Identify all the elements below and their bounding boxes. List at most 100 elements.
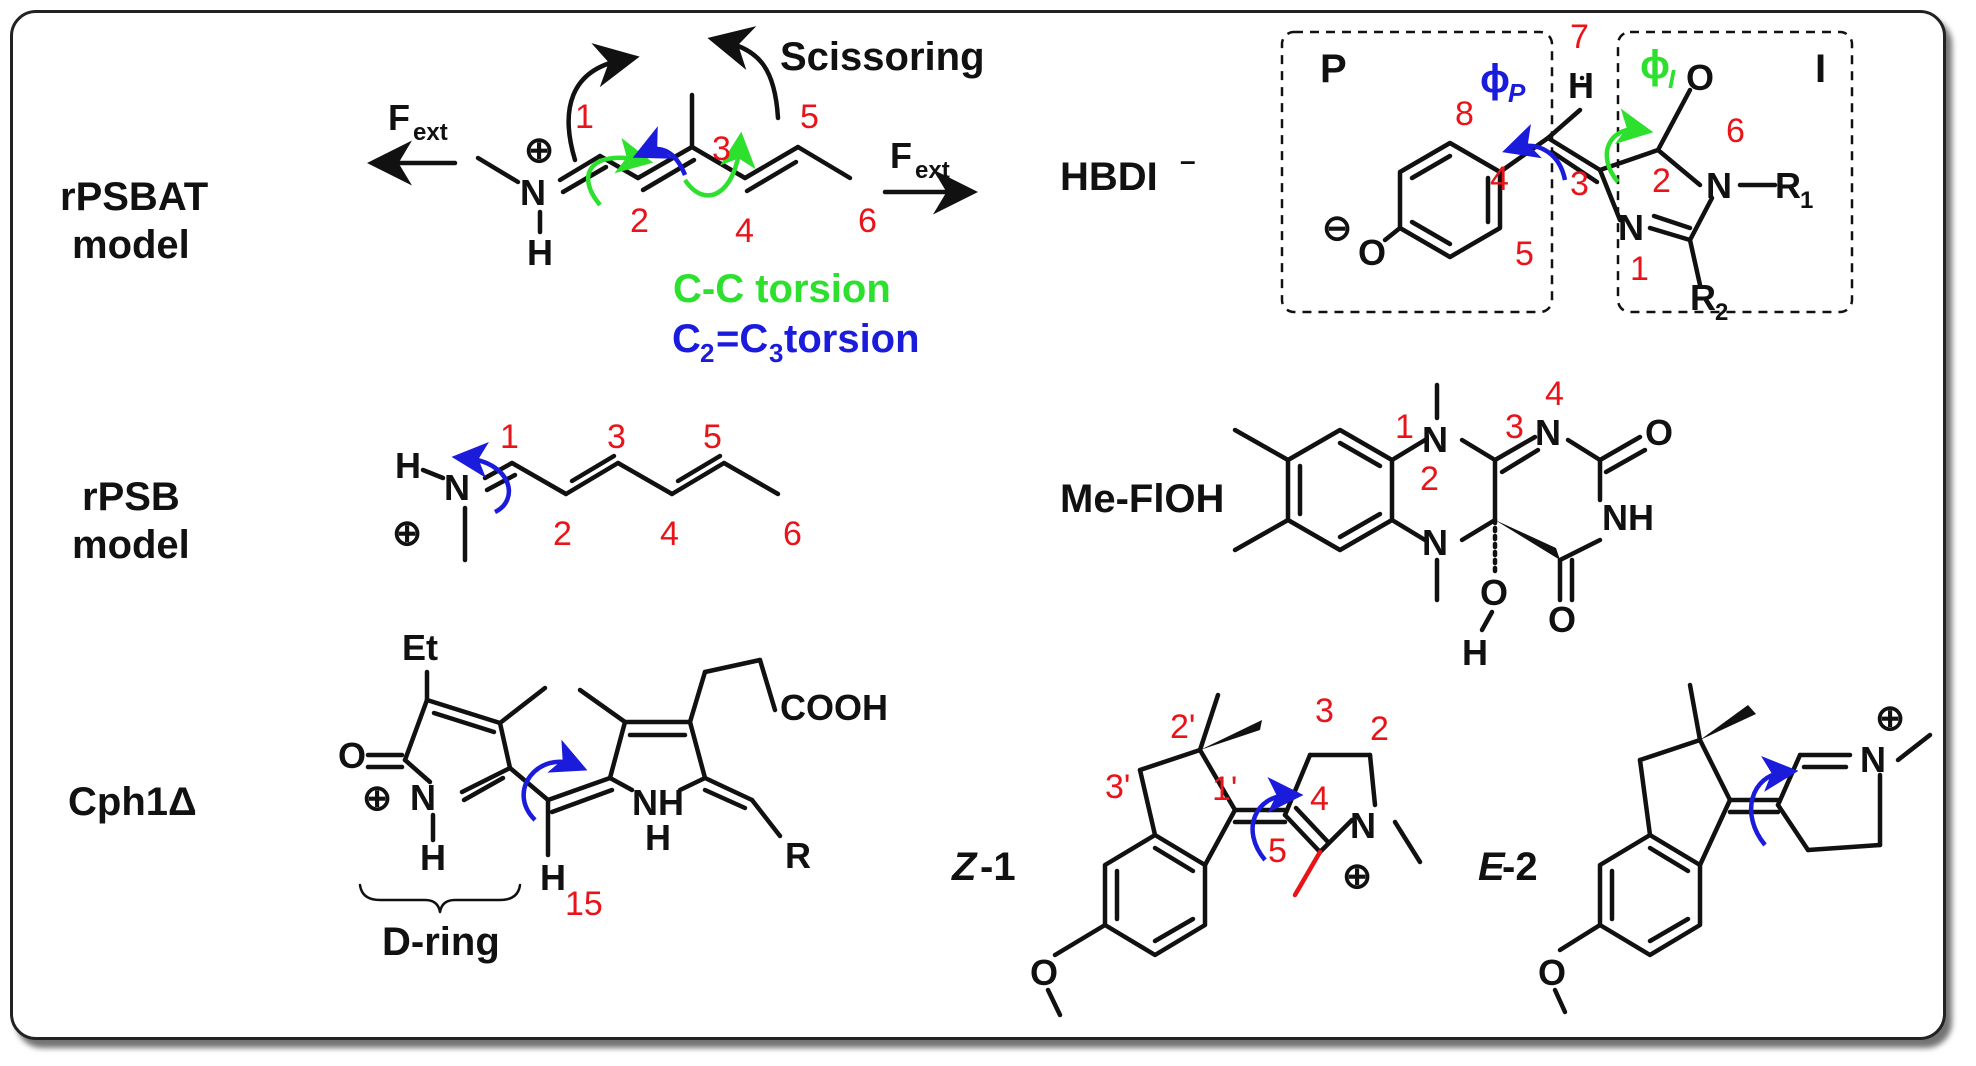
hbdi-h7: H [1568,65,1594,106]
fext-right-label: F [890,135,912,176]
hbdi-label: HBDI [1060,155,1158,199]
z1-num-3p: 3' [1105,768,1130,806]
hbdi-num-8: 8 [1455,95,1474,133]
fext-left-label: F [388,97,410,138]
e2-benzene [1597,832,1703,958]
rpsb-num-6: 6 [783,515,802,553]
z1-plus: ⊕ [1342,855,1372,896]
hbdi-r2: R [1690,277,1716,318]
rpsbat-num-1: 1 [575,98,594,136]
rpsbat-plus: ⊕ [524,129,554,170]
hbdi-charge: – [1180,145,1196,176]
cph1-nh-h: H [420,837,446,878]
hbdi-num-4: 4 [1490,160,1509,198]
e2-label-suffix: -2 [1502,845,1538,889]
meflon-oh-h: H [1462,632,1488,673]
meflon-num-2: 2 [1420,460,1439,498]
z1-label-prefix: Z [951,845,978,889]
hbdi-num-5: 5 [1515,235,1534,273]
rpsb-num-4: 4 [660,515,679,553]
rpsb-num-3: 3 [607,418,626,456]
rpsbat-molecule: F ext F ext N H ⊕ 1 2 3 4 5 6 [367,26,985,368]
fext-right-sub: ext [915,157,950,184]
box-i [1616,30,1854,314]
cph1-molecule: Et O N ⊕ H H 15 COOH NH [338,627,888,964]
rpsb-num-2: 2 [553,515,572,553]
phi-p-sub: P [1508,78,1526,108]
z1-num-2p: 2' [1170,708,1195,746]
rpsb-h: H [395,445,421,486]
rpsbat-num-2: 2 [630,202,649,240]
e2-plus: ⊕ [1875,697,1905,738]
phi-i-sub: I [1668,64,1676,94]
rpsbat-label-1: rPSBAT [60,175,208,219]
cph1-n: N [410,777,436,818]
hbdi-phenyl [1397,140,1503,260]
rpsbat-num-5: 5 [800,98,819,136]
rpsb-plus: ⊕ [392,512,422,553]
scissoring-label: Scissoring [780,35,985,79]
meflon-n2: N [1422,522,1448,563]
meflon-num-3: 3 [1505,408,1524,446]
z1-num-3: 3 [1315,692,1334,730]
meflon-oh-o: O [1480,572,1508,613]
rpsbat-h: H [527,232,553,273]
hbdi-num-6: 6 [1726,112,1745,150]
e2-n: N [1860,739,1886,780]
meflon-n4: N [1535,412,1561,453]
hbdi-n3: N [1706,165,1732,206]
svg-text:C: C [672,317,701,361]
cph1-nh2: NH [632,782,684,823]
z1-num-1p: 1' [1212,770,1237,808]
phi-p-symbol: ϕ [1480,57,1510,101]
z1-num-4: 4 [1310,780,1329,818]
z1-num-2: 2 [1370,710,1389,748]
cph1-label: Cph1Δ [68,780,197,824]
dring-label: D-ring [382,920,500,964]
rpsb-num-1: 1 [500,418,519,456]
z1-label-suffix: -1 [980,845,1016,889]
cph1-r: R [785,835,811,876]
figure-frame [10,10,1946,1040]
box-i-label: I [1815,47,1826,91]
hbdi-molecule: HBDI – P I ⊖ O H N N O R 1 R [1060,18,1854,326]
meflon-o-bottom: O [1548,599,1576,640]
cph1-nh2-h: H [645,817,671,858]
cph1-h15: H [540,857,566,898]
hbdi-r2-sub: 2 [1715,299,1728,326]
svg-text:=C: =C [716,317,768,361]
cph1-o: O [338,735,366,776]
svg-text:2: 2 [700,338,714,368]
z1-num-5: 5 [1268,832,1287,870]
phi-i-symbol: ϕ [1640,43,1670,87]
fext-left-sub: ext [413,119,448,146]
meflon-label: Me-FlOH [1060,477,1224,521]
hbdi-o6: O [1686,57,1714,98]
e2-label-prefix: E [1478,845,1506,889]
hbdi-num-1: 1 [1630,250,1649,288]
hbdi-num-3: 3 [1570,165,1589,203]
c2c3-torsion-label: C 2 =C 3 torsion [672,317,920,368]
cph1-plus: ⊕ [362,777,392,818]
cph1-cooh: COOH [780,687,888,728]
rpsbat-n: N [520,172,546,213]
meflon-n1: N [1422,419,1448,460]
svg-text:torsion: torsion [784,317,920,361]
svg-text:3: 3 [769,338,783,368]
hbdi-o: O [1358,232,1386,273]
box-p-label: P [1320,47,1347,91]
rpsbat-num-4: 4 [735,212,754,250]
rpsbat-label-2: model [72,223,190,267]
hbdi-r1: R [1775,165,1801,206]
meflon-molecule: Me-FlOH N N N O NH O O H [1060,375,1673,673]
hbdi-ominus: ⊖ [1322,207,1352,248]
rpsb-label-2: model [72,523,190,567]
z1-n: N [1350,805,1376,846]
hbdi-num-2: 2 [1652,162,1671,200]
e2-molecule: E -2 N ⊕ O [1478,682,1933,1015]
meflon-num-4: 4 [1545,375,1564,413]
rpsb-label-1: rPSB [82,475,180,519]
rpsb-molecule: H N ⊕ 1 2 3 4 5 6 [392,418,802,563]
z1-o: O [1030,952,1058,993]
